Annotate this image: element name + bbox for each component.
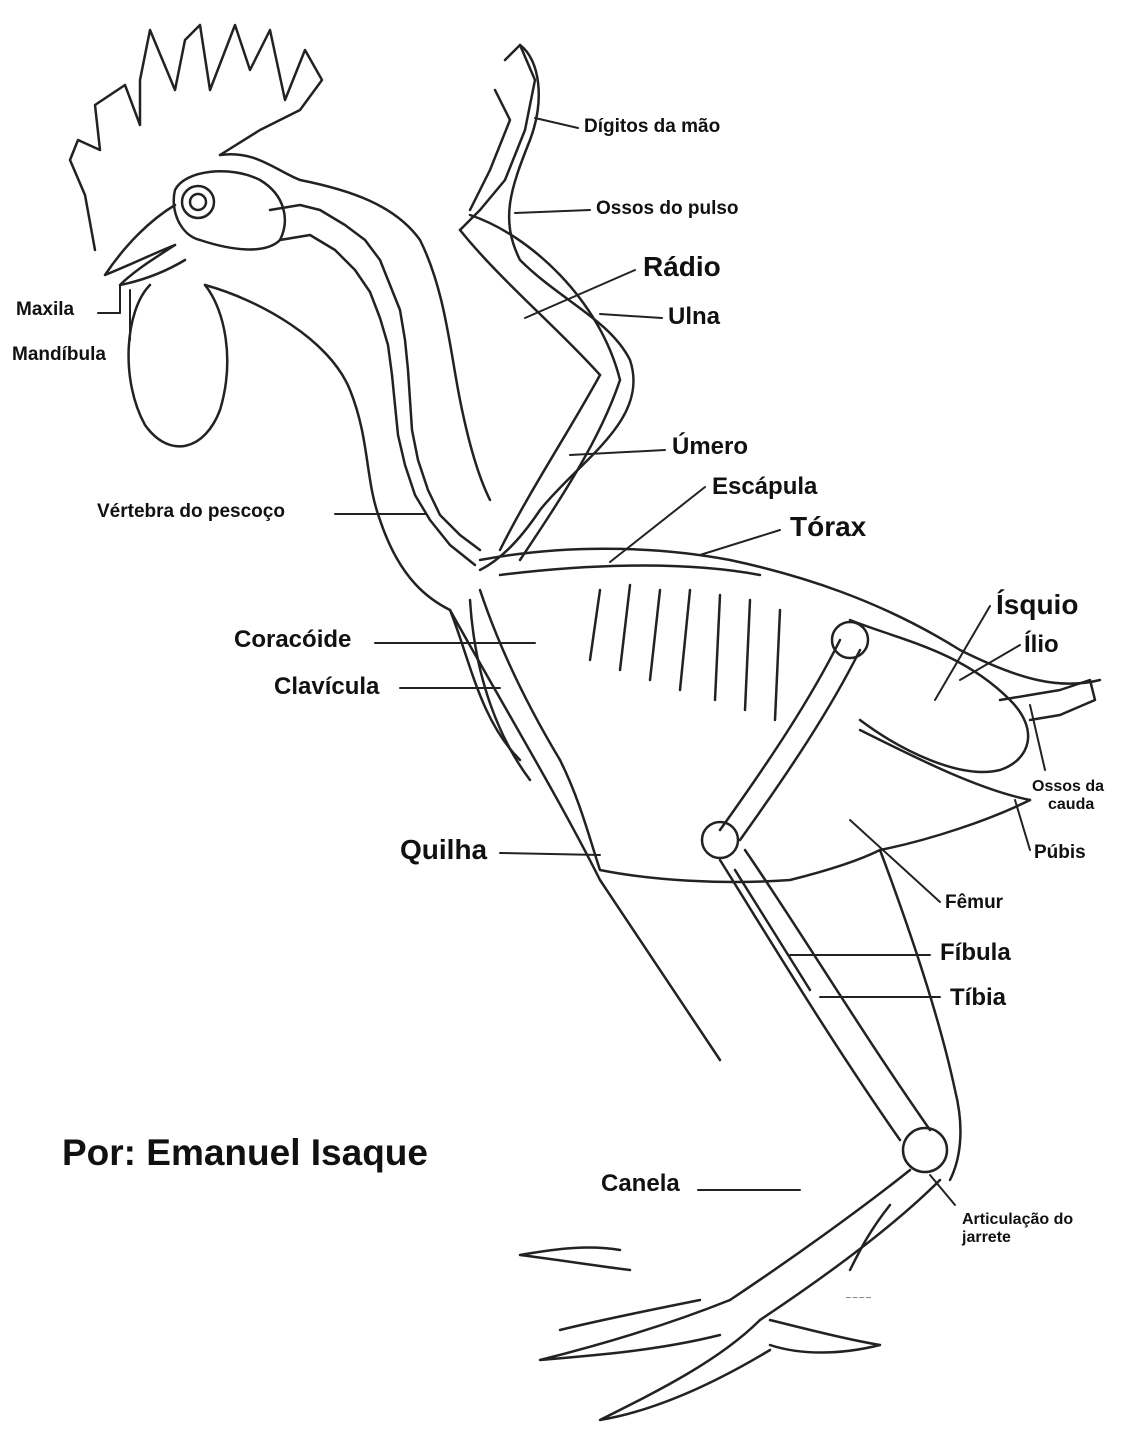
radius-ulna xyxy=(460,230,600,375)
label-radio: Rádio xyxy=(643,252,721,283)
label-escapula: Escápula xyxy=(712,474,817,500)
label-coracoide: Coracóide xyxy=(234,627,351,653)
eye-orbit-inner xyxy=(190,194,206,210)
femur-2 xyxy=(740,650,860,840)
tail-bones xyxy=(1000,680,1095,720)
label-maxila: Maxila xyxy=(16,300,74,321)
body-rear-outline xyxy=(880,800,1030,850)
label-ossos-cauda: Ossos da cauda xyxy=(1032,778,1104,813)
toe-front xyxy=(600,1320,770,1420)
wing-digits-2 xyxy=(470,90,510,210)
toe-left xyxy=(560,1300,700,1330)
ribs xyxy=(590,585,780,720)
label-ulna: Ulna xyxy=(668,304,720,330)
label-ossos-cauda-line2: cauda xyxy=(1032,796,1104,814)
humerus-2 xyxy=(520,380,620,560)
neck-vertebrae xyxy=(270,205,480,550)
beak-upper xyxy=(105,205,175,275)
tibia xyxy=(720,860,900,1140)
label-femur: Fêmur xyxy=(945,893,1003,914)
wing-digits xyxy=(460,45,535,230)
leader-lines xyxy=(98,118,1045,1205)
wattle-outline xyxy=(129,285,228,446)
label-torax: Tórax xyxy=(790,512,866,543)
label-articulacao-line1: Articulação do xyxy=(962,1211,1073,1229)
toe-middle xyxy=(540,1300,730,1360)
artist-signature: ~~~~ xyxy=(845,1293,872,1302)
radius-ulna-2 xyxy=(470,215,620,380)
body-lower-outline xyxy=(450,610,720,1060)
toe-back xyxy=(520,1248,630,1270)
skull xyxy=(174,171,285,249)
label-digitos: Dígitos da mão xyxy=(584,117,720,138)
label-articulacao: Articulação do jarrete xyxy=(962,1211,1073,1246)
label-mandibula: Mandíbula xyxy=(12,345,106,366)
label-isquio: Ísquio xyxy=(996,590,1078,621)
knee xyxy=(702,822,738,858)
label-pubis: Púbis xyxy=(1034,843,1086,864)
spur xyxy=(850,1205,890,1270)
label-tibia: Tíbia xyxy=(950,985,1006,1011)
label-umero: Úmero xyxy=(672,434,748,460)
label-quilha: Quilha xyxy=(400,835,487,866)
head-neck-outline xyxy=(220,154,490,500)
eye-orbit xyxy=(182,186,214,218)
label-vertebra: Vértebra do pescoço xyxy=(97,502,285,523)
label-articulacao-line2: jarrete xyxy=(962,1229,1073,1247)
tibia-2 xyxy=(745,850,930,1130)
ilium-ischium xyxy=(850,620,1028,772)
label-clavicula: Clavícula xyxy=(274,674,379,700)
scapula xyxy=(500,566,760,575)
femur-head xyxy=(832,622,868,658)
label-ilio: Ílio xyxy=(1024,632,1059,658)
femur xyxy=(720,640,840,830)
label-canela: Canela xyxy=(601,1171,680,1197)
label-fibula: Fíbula xyxy=(940,940,1011,966)
author-credit: Por: Emanuel Isaque xyxy=(62,1132,428,1174)
toe-right xyxy=(770,1320,880,1353)
hock-joint xyxy=(903,1128,947,1172)
label-ossos-cauda-line1: Ossos da xyxy=(1032,778,1104,796)
label-ossos-pulso: Ossos do pulso xyxy=(596,199,739,220)
